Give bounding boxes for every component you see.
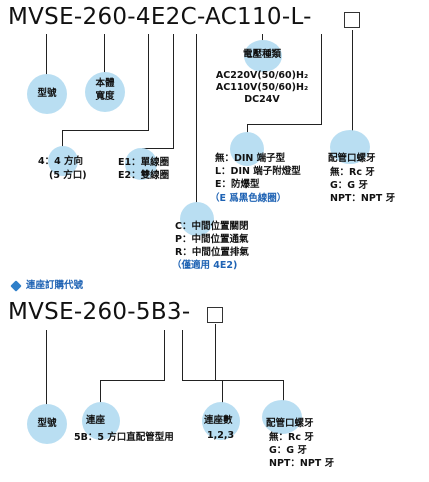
label-voltage-title: 電壓種類 bbox=[242, 49, 281, 60]
bubble-count bbox=[202, 402, 240, 440]
connector-2-count-v bbox=[182, 330, 183, 380]
section-title: 連座訂購代號 bbox=[26, 280, 84, 291]
connector-2-piping-drop bbox=[283, 380, 284, 404]
connector-2-manifold-h bbox=[100, 380, 165, 381]
model-code-1-blank-box bbox=[344, 12, 360, 28]
label-terminal-2: L：DIN 端子附燈型 bbox=[215, 166, 301, 177]
connector-2-manifold-drop bbox=[100, 380, 101, 408]
label-terminal-1: 無：DIN 端子型 bbox=[215, 153, 286, 164]
piping-1-option-3: NPT：NPT 牙 bbox=[330, 193, 396, 204]
label-center-note: （僅適用 4E2) bbox=[172, 260, 238, 271]
label-count-title: 連座數 bbox=[204, 415, 233, 426]
label-center-1: C：中間位置關閉 bbox=[175, 221, 249, 232]
voltage-option-2: AC110V(50/60)H₂ bbox=[215, 82, 309, 93]
label-manifold-desc: 5B：5 方口直配管型用 bbox=[74, 432, 174, 443]
label-body-width-1: 本體 bbox=[95, 78, 115, 89]
label-body-width-2: 寬度 bbox=[95, 91, 115, 102]
model-code-2: MVSE-260-5B3- bbox=[8, 299, 191, 325]
piping-2-option-1: 無：Rc 牙 bbox=[269, 432, 314, 443]
label-piping-title-2: 配管口螺牙 bbox=[266, 418, 314, 429]
connector-piping bbox=[352, 30, 353, 138]
voltage-option-1: AC220V(50/60)H₂ bbox=[215, 70, 309, 81]
label-model: 型號 bbox=[37, 88, 57, 99]
piping-1-option-2: G：G 牙 bbox=[330, 180, 368, 191]
bubble-terminal bbox=[230, 132, 264, 166]
label-count-values: 1,2,3 bbox=[207, 430, 235, 441]
connector-terminal-v bbox=[321, 34, 322, 124]
label-center-2: P：中間位置通氣 bbox=[175, 234, 249, 245]
model-code-2-blank-box bbox=[207, 307, 223, 323]
bubble-piping-1 bbox=[330, 130, 370, 164]
piping-2-option-3: NPT：NPT 牙 bbox=[269, 458, 335, 469]
bubble-2-model bbox=[27, 404, 67, 444]
model-code-1: MVSE-260-4E2C-AC110-L- bbox=[8, 4, 312, 30]
bubble-manifold bbox=[82, 402, 120, 440]
connector-coil-v bbox=[173, 34, 174, 148]
label-ports-1: 4：4 方向 bbox=[38, 156, 84, 167]
connector-2-piping-v bbox=[215, 324, 216, 380]
connector-ports-drop bbox=[62, 130, 63, 154]
connector-2-model bbox=[46, 330, 47, 410]
connector-2-count-drop bbox=[222, 380, 223, 408]
bubble-model bbox=[27, 74, 67, 114]
connector-2-piping-h bbox=[215, 380, 283, 381]
connector-center bbox=[196, 34, 197, 210]
label-coil-2: E2：雙線圈 bbox=[118, 170, 170, 181]
section-hex-icon bbox=[10, 280, 22, 292]
connector-ports-h bbox=[62, 130, 149, 131]
bubble-body-width bbox=[85, 72, 125, 112]
label-terminal-note: （E 爲黑色線圈） bbox=[210, 193, 287, 204]
label-ports-2: (5 方口) bbox=[49, 170, 87, 181]
connector-model bbox=[46, 34, 47, 80]
connector-body-width bbox=[104, 34, 105, 80]
bubble-piping-2 bbox=[262, 400, 302, 434]
label-center-3: R：中間位置排氣 bbox=[175, 247, 249, 258]
label-piping-title-1: 配管口螺牙 bbox=[328, 153, 376, 164]
piping-2-option-2: G：G 牙 bbox=[269, 445, 307, 456]
bubble-voltage bbox=[244, 40, 282, 72]
bubble-coil bbox=[125, 148, 157, 180]
connector-terminal-h bbox=[247, 124, 322, 125]
label-2-model: 型號 bbox=[37, 418, 57, 429]
connector-2-manifold-v bbox=[164, 330, 165, 380]
connector-ports-v bbox=[148, 34, 149, 130]
voltage-option-3: DC24V bbox=[244, 94, 280, 105]
connector-coil-h bbox=[142, 148, 174, 149]
label-manifold-title: 連座 bbox=[86, 415, 106, 426]
bubble-ports bbox=[48, 146, 78, 176]
bubble-center bbox=[180, 202, 214, 236]
label-terminal-3: E：防爆型 bbox=[215, 179, 260, 190]
piping-1-option-1: 無：Rc 牙 bbox=[330, 167, 375, 178]
label-coil-1: E1：單線圈 bbox=[118, 157, 170, 168]
connector-2-count-h bbox=[182, 380, 222, 381]
